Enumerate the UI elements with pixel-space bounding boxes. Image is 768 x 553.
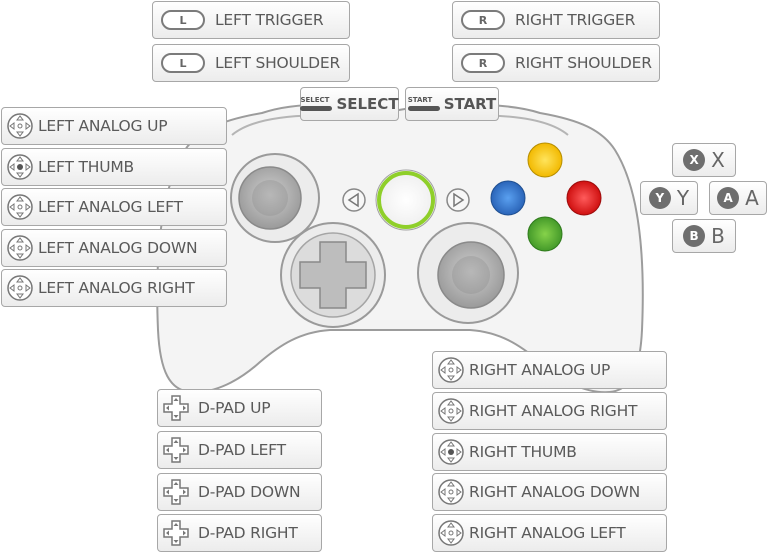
left-analog-up-button[interactable]: LEFT ANALOG UP — [1, 107, 227, 145]
right-analog-up-label: RIGHT ANALOG UP — [469, 361, 611, 379]
left-thumb-button[interactable]: LEFT THUMB — [1, 148, 227, 186]
b-button-shape — [566, 180, 602, 216]
right-analog-left-button[interactable]: RIGHT ANALOG LEFT — [432, 514, 667, 552]
left-trigger-label: LEFT TRIGGER — [215, 11, 324, 29]
dpad-up-button[interactable]: D-PAD UP — [157, 389, 322, 427]
x-badge-icon: X — [683, 149, 706, 171]
x-button[interactable]: X X — [672, 143, 736, 177]
dpad-down-label: D-PAD DOWN — [198, 483, 301, 501]
a-button[interactable]: A A — [709, 181, 767, 215]
left-shoulder-button[interactable]: L LEFT SHOULDER — [152, 44, 350, 82]
dpad-left-button[interactable]: D-PAD LEFT — [157, 431, 322, 469]
dpad-right-label: D-PAD RIGHT — [198, 524, 298, 542]
select-label: SELECT — [336, 95, 399, 113]
right-analog-right-label: RIGHT ANALOG RIGHT — [469, 402, 638, 420]
left-analog-right-label: LEFT ANALOG RIGHT — [38, 279, 195, 297]
left-thumb-label: LEFT THUMB — [38, 158, 134, 176]
guide-button — [377, 171, 435, 229]
y-label: Y — [676, 186, 690, 210]
left-analog-down-label: LEFT ANALOG DOWN — [38, 239, 198, 257]
left-shoulder-key: L — [161, 53, 205, 73]
start-arrow-button — [446, 188, 470, 212]
start-bar-icon — [407, 106, 440, 111]
right-trigger-key: R — [461, 10, 505, 30]
analog-stick-icon — [6, 234, 34, 262]
left-trigger-key: L — [161, 10, 205, 30]
right-analog-right-button[interactable]: RIGHT ANALOG RIGHT — [432, 392, 667, 430]
y-button[interactable]: Y Y — [640, 181, 698, 215]
dpad-right-button[interactable]: D-PAD RIGHT — [157, 514, 322, 552]
a-badge-icon: A — [717, 187, 740, 209]
right-shoulder-label: RIGHT SHOULDER — [515, 54, 652, 72]
select-button[interactable]: SELECT SELECT — [300, 87, 399, 121]
right-stick — [437, 241, 505, 309]
left-analog-up-label: LEFT ANALOG UP — [38, 117, 168, 135]
left-analog-right-button[interactable]: LEFT ANALOG RIGHT — [1, 269, 227, 307]
start-small-label: START — [407, 96, 433, 104]
left-shoulder-label: LEFT SHOULDER — [215, 54, 341, 72]
dpad-cross — [299, 241, 367, 309]
thumb-press-icon — [437, 438, 465, 466]
dpad-down-button[interactable]: D-PAD DOWN — [157, 473, 322, 511]
y-badge-icon: Y — [648, 187, 671, 209]
start-label: START — [443, 95, 497, 113]
analog-stick-icon — [437, 519, 465, 547]
left-analog-left-label: LEFT ANALOG LEFT — [38, 198, 183, 216]
right-shoulder-key: R — [461, 53, 505, 73]
right-trigger-label: RIGHT TRIGGER — [515, 11, 636, 29]
back-arrow-button — [342, 188, 366, 212]
right-analog-up-button[interactable]: RIGHT ANALOG UP — [432, 351, 667, 389]
left-trigger-button[interactable]: L LEFT TRIGGER — [152, 1, 350, 39]
right-thumb-label: RIGHT THUMB — [469, 443, 577, 461]
right-thumb-button[interactable]: RIGHT THUMB — [432, 433, 667, 471]
x-button-shape — [490, 180, 526, 216]
right-analog-down-button[interactable]: RIGHT ANALOG DOWN — [432, 473, 667, 511]
dpad-left-label: D-PAD LEFT — [198, 441, 286, 459]
b-button[interactable]: B B — [672, 219, 736, 253]
b-badge-icon: B — [683, 225, 706, 247]
analog-stick-icon — [437, 397, 465, 425]
dpad-up-label: D-PAD UP — [198, 399, 271, 417]
dpad-icon — [162, 436, 190, 464]
analog-stick-icon — [6, 112, 34, 140]
select-small-label: SELECT — [300, 96, 330, 104]
start-button[interactable]: START START — [405, 87, 499, 121]
analog-stick-icon — [437, 478, 465, 506]
left-analog-down-button[interactable]: LEFT ANALOG DOWN — [1, 229, 227, 267]
right-trigger-button[interactable]: R RIGHT TRIGGER — [452, 1, 660, 39]
b-label: B — [711, 224, 725, 248]
left-analog-left-button[interactable]: LEFT ANALOG LEFT — [1, 188, 227, 226]
a-button-shape — [527, 216, 563, 252]
dpad-icon — [162, 478, 190, 506]
select-bar-icon — [300, 106, 333, 111]
y-button-shape — [527, 142, 563, 178]
analog-stick-icon — [437, 356, 465, 384]
dpad-icon — [162, 519, 190, 547]
right-shoulder-button[interactable]: R RIGHT SHOULDER — [452, 44, 660, 82]
analog-stick-icon — [6, 193, 34, 221]
left-stick — [238, 166, 302, 230]
dpad-icon — [162, 394, 190, 422]
controller-body — [156, 103, 644, 394]
thumb-press-icon — [6, 153, 34, 181]
a-label: A — [745, 186, 759, 210]
right-analog-down-label: RIGHT ANALOG DOWN — [469, 483, 641, 501]
x-label: X — [711, 148, 725, 172]
right-analog-left-label: RIGHT ANALOG LEFT — [469, 524, 626, 542]
analog-stick-icon — [6, 274, 34, 302]
